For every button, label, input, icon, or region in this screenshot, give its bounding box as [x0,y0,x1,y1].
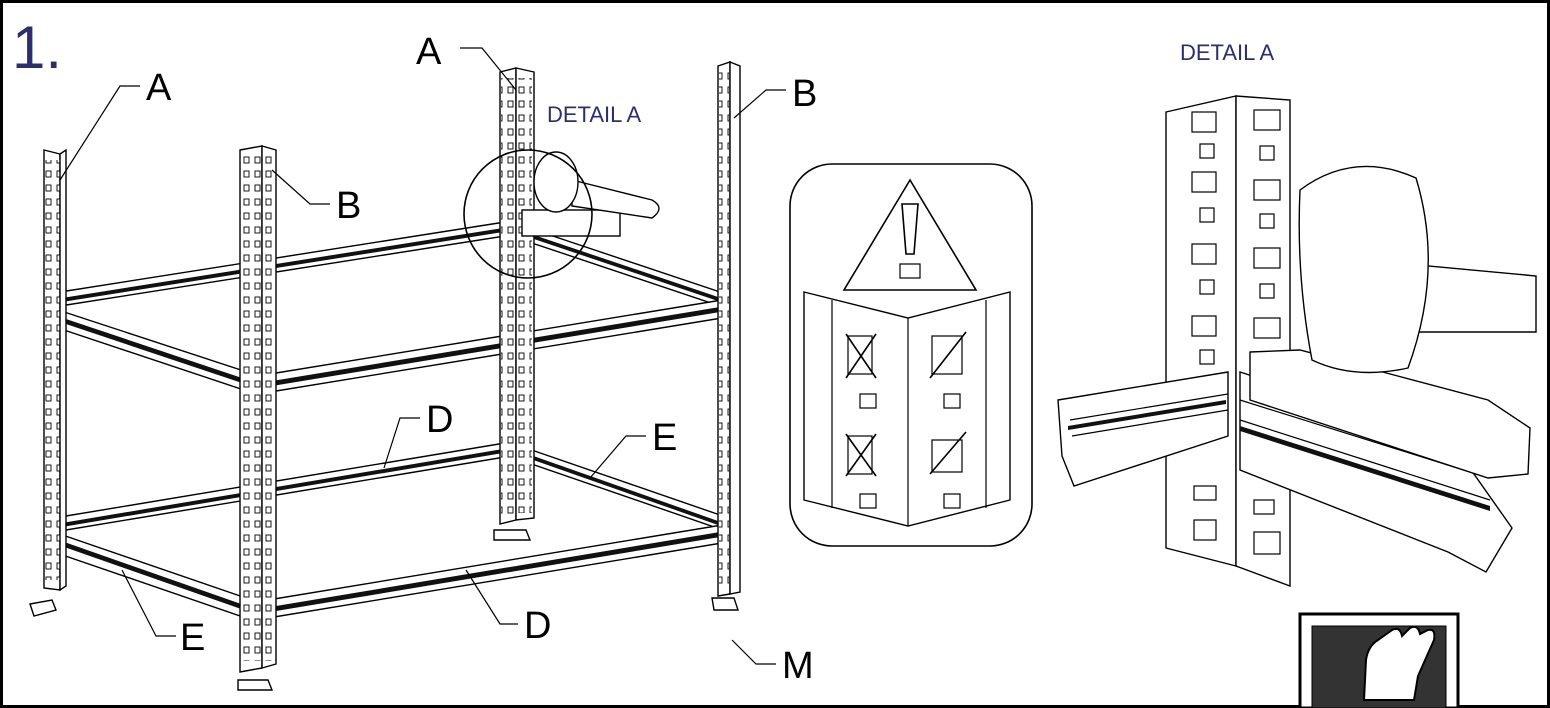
label-e-front: E [180,617,205,659]
label-b-front: B [336,185,361,227]
gloves-icon [1298,612,1460,708]
upright-right [717,60,741,597]
label-d-front: D [524,605,551,647]
detail-a-enlarged [1057,95,1537,588]
rubber-mallet-icon-large [1298,165,1537,374]
detail-a-title: DETAIL A [1180,40,1274,65]
warning-triangle-icon [842,178,978,291]
label-d-back: D [426,399,453,441]
upright-back-center [499,67,535,525]
label-a-left: A [146,67,172,109]
rubber-mallet-icon [521,151,660,237]
leader-lines [59,47,786,665]
upright-front-left [239,145,277,673]
warning-panel [789,163,1033,547]
foot-left [29,599,57,617]
detail-a-circle [463,149,593,279]
label-m-foot: M [782,645,814,687]
label-e-back: E [652,417,677,459]
upright-left-back [43,148,67,592]
label-b-right: B [792,73,817,115]
label-a-back: A [416,31,442,73]
detail-a-callout: DETAIL A [547,102,641,127]
wrong-insertion-marks [845,331,967,509]
step-number: 1. [12,14,62,81]
foot-front [237,679,274,691]
shelf-frame [29,60,741,691]
foot-back [493,529,532,541]
foot-right [711,597,739,611]
